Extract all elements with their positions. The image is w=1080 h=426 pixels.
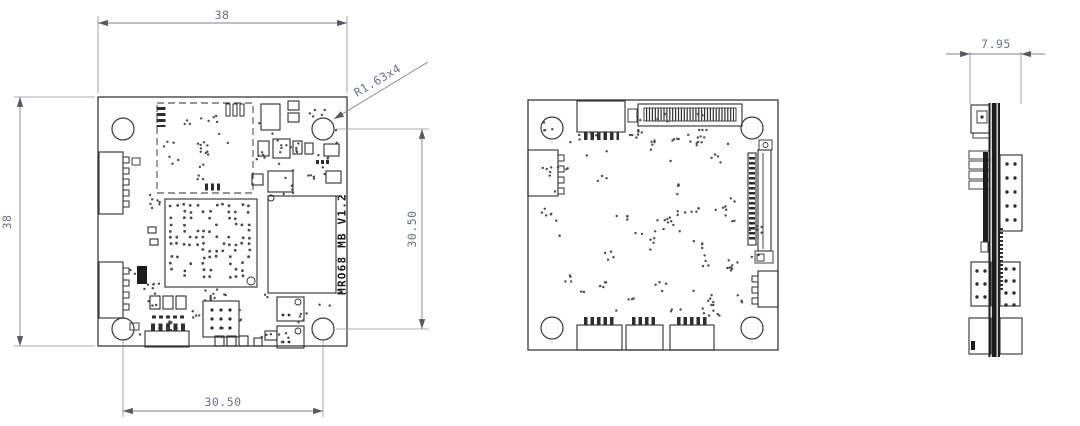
back-left-connector (527, 149, 565, 197)
dim-front-width: 38 (97, 8, 348, 93)
resistor-array (149, 295, 187, 310)
back-view (527, 99, 779, 351)
power-module-upper (276, 296, 305, 322)
pin-header (137, 266, 147, 284)
module-shield: MRO68 MB V1.2 (267, 193, 349, 295)
mount-hole-top-right (311, 117, 335, 141)
via-field-front (129, 108, 338, 344)
mount-hole-bottom-right (311, 317, 335, 341)
pcb-edge-strip (988, 103, 1003, 357)
dim-hole-pitch-horizontal: 30.50 (122, 341, 324, 417)
dim-side-thickness: 7.95 (946, 37, 1045, 104)
side-right-connector-lower (999, 261, 1021, 307)
fpc-connector (747, 139, 774, 264)
left-connector-upper (98, 151, 141, 215)
mount-hole-back-top-right (740, 116, 764, 140)
back-right-connector (751, 270, 779, 308)
side-right-components (999, 154, 1023, 355)
rf-shield-region (156, 102, 254, 194)
mount-hole-back-top-left (540, 116, 564, 140)
mount-hole-top-left (111, 117, 135, 141)
board-to-board-connector (627, 103, 743, 127)
board-outline-front (97, 96, 348, 347)
front-view: MRO68 MB V1.2 (0, 8, 429, 417)
mount-hole-callout: R1.63x4 (333, 61, 429, 120)
mount-hole-back-bottom-right (740, 316, 764, 340)
dim-front-width-label: 38 (215, 8, 230, 22)
mount-hole-callout-label: R1.63x4 (351, 61, 403, 99)
ic-pmic (202, 300, 240, 338)
back-bottom-connector-1 (576, 317, 623, 351)
dim-side-thickness-label: 7.95 (981, 37, 1011, 51)
left-connector-lower (98, 261, 130, 319)
back-bottom-connector-3 (669, 317, 715, 351)
dim-hole-pitch-horizontal-label: 30.50 (204, 395, 241, 409)
via-field-back (540, 112, 763, 317)
top-right-component-cluster (251, 100, 342, 193)
dim-front-height: 38 (0, 96, 95, 347)
dim-hole-pitch-vertical-label: 30.50 (405, 210, 419, 247)
antenna-connector (225, 103, 245, 117)
side-left-connector (970, 261, 992, 307)
ic-bga-soc (164, 198, 258, 288)
back-bottom-connector-2 (625, 317, 664, 351)
back-top-connector (576, 100, 626, 140)
side-left-components (968, 104, 992, 355)
dim-front-height-label: 38 (0, 215, 14, 230)
board-outline-back (527, 99, 779, 351)
side-right-connector-upper (999, 154, 1023, 232)
bottom-passives (147, 226, 278, 347)
mount-hole-back-bottom-left (540, 316, 564, 340)
side-view: 7.95 (946, 37, 1045, 357)
board-label: MRO68 MB V1.2 (336, 193, 349, 295)
dim-hole-pitch-vertical: 30.50 (336, 128, 429, 330)
